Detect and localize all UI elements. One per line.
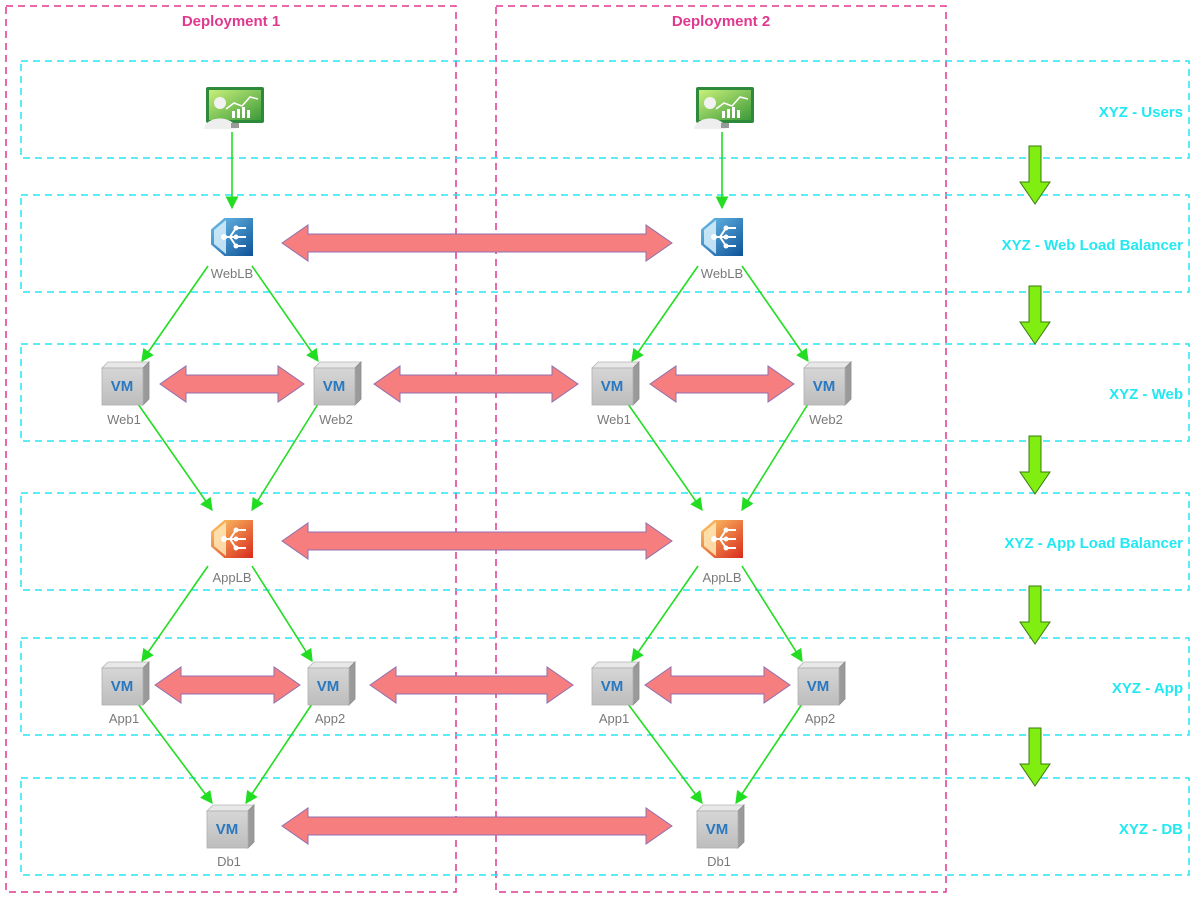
dep1-node-weblb[interactable]: WebLB [209, 216, 255, 281]
load-balancer-blue-icon [699, 216, 745, 258]
dep1-node-db1[interactable]: VM Db1 [206, 804, 255, 869]
web1-label: Web1 [107, 412, 141, 427]
connector-line [245, 703, 313, 805]
db1-label: Db1 [217, 854, 241, 869]
flow-down-arrow-icon [1019, 285, 1051, 345]
connector-line [251, 565, 313, 663]
connector-line [141, 565, 209, 663]
connector-line [141, 265, 209, 363]
dep2-node-app2[interactable]: VM App2 [797, 661, 846, 726]
sync-double-arrow-icon [281, 224, 673, 262]
connector-line [627, 703, 703, 805]
vm-badge: VM [813, 378, 836, 395]
vm-badge: VM [807, 678, 830, 695]
load-balancer-blue-icon [209, 216, 255, 258]
dep2-node-app1[interactable]: VM App1 [591, 661, 640, 726]
connector-line [251, 403, 319, 512]
vm-badge: VM [601, 378, 624, 395]
sync-double-arrow-icon [644, 666, 791, 704]
weblb-label: WebLB [211, 266, 253, 281]
sync-arrows [154, 224, 795, 845]
tier-label-app: XYZ - App [1112, 680, 1183, 697]
vm-badge: VM [216, 821, 239, 838]
tier-band-db: XYZ - DB [20, 777, 1190, 876]
deployment-2-container [495, 5, 947, 893]
tier-band-web-load-balancer: XYZ - Web Load Balancer [20, 194, 1190, 293]
db1-label: Db1 [707, 854, 731, 869]
tier-label-web-load-balancer: XYZ - Web Load Balancer [1002, 237, 1184, 254]
sync-double-arrow-icon [649, 365, 795, 403]
deployment-1-container [5, 5, 457, 893]
sync-double-arrow-icon [154, 666, 301, 704]
sync-double-arrow-icon [373, 365, 579, 403]
applb-label: AppLB [702, 570, 741, 585]
weblb-label: WebLB [701, 266, 743, 281]
dep1-node-web1[interactable]: VM Web1 [101, 361, 150, 427]
sync-double-arrow-icon [369, 666, 574, 704]
connector-line [631, 565, 699, 663]
tier-band-app-load-balancer: XYZ - App Load Balancer [20, 492, 1190, 591]
dep1-node-user[interactable] [203, 86, 265, 130]
vm-badge: VM [323, 378, 346, 395]
sync-double-arrow-icon [281, 522, 673, 560]
connector-line [741, 565, 803, 663]
vm-badge: VM [111, 378, 134, 395]
nodes: WebLBVMWeb1VMWeb2AppLBVMApp1VMApp2VMDb1W… [101, 86, 852, 869]
deployment-1-title: Deployment 1 [182, 13, 280, 30]
vm-badge: VM [706, 821, 729, 838]
tier-band-app: XYZ - App [20, 637, 1190, 736]
connectors [137, 132, 809, 805]
dep1-node-web2[interactable]: VM Web2 [313, 361, 362, 427]
dep1-node-app1[interactable]: VM App1 [101, 661, 150, 726]
dep1-node-applb[interactable]: AppLB [209, 518, 255, 585]
dep2-node-weblb[interactable]: WebLB [699, 216, 745, 281]
connector-line [741, 403, 809, 512]
flow-down-arrow-icon [1019, 585, 1051, 645]
user-dashboard-icon [693, 86, 755, 130]
dep1-node-app2[interactable]: VM App2 [307, 661, 356, 726]
web1-label: Web1 [597, 412, 631, 427]
tier-label-app-load-balancer: XYZ - App Load Balancer [1004, 535, 1183, 552]
sync-double-arrow-icon [159, 365, 305, 403]
tier-label-db: XYZ - DB [1119, 821, 1183, 838]
connector-line [137, 703, 213, 805]
applb-label: AppLB [212, 570, 251, 585]
vm-badge: VM [601, 678, 624, 695]
connector-line [137, 403, 213, 512]
deployment-2-title: Deployment 2 [672, 13, 770, 30]
load-balancer-orange-icon [699, 518, 745, 560]
dep2-node-web2[interactable]: VM Web2 [803, 361, 852, 427]
connector-line [627, 403, 703, 512]
connector-line [631, 265, 699, 363]
dep2-node-applb[interactable]: AppLB [699, 518, 745, 585]
app2-label: App2 [805, 711, 835, 726]
tier-label-web: XYZ - Web [1109, 386, 1183, 403]
vm-badge: VM [317, 678, 340, 695]
app1-label: App1 [599, 711, 629, 726]
sync-double-arrow-icon [281, 807, 673, 845]
dep2-node-web1[interactable]: VM Web1 [591, 361, 640, 427]
app1-label: App1 [109, 711, 139, 726]
load-balancer-orange-icon [209, 518, 255, 560]
dep2-node-user[interactable] [693, 86, 755, 130]
connector-line [735, 703, 803, 805]
flow-down-arrow-icon [1019, 435, 1051, 495]
web2-label: Web2 [809, 412, 843, 427]
tier-band-users: XYZ - Users [20, 60, 1190, 159]
vm-badge: VM [111, 678, 134, 695]
tier-label-users: XYZ - Users [1099, 104, 1183, 121]
app2-label: App2 [315, 711, 345, 726]
web2-label: Web2 [319, 412, 353, 427]
dep2-node-db1[interactable]: VM Db1 [696, 804, 745, 869]
connector-line [741, 265, 809, 363]
connector-line [251, 265, 319, 363]
user-dashboard-icon [203, 86, 265, 130]
tier-band-web: XYZ - Web [20, 343, 1190, 442]
